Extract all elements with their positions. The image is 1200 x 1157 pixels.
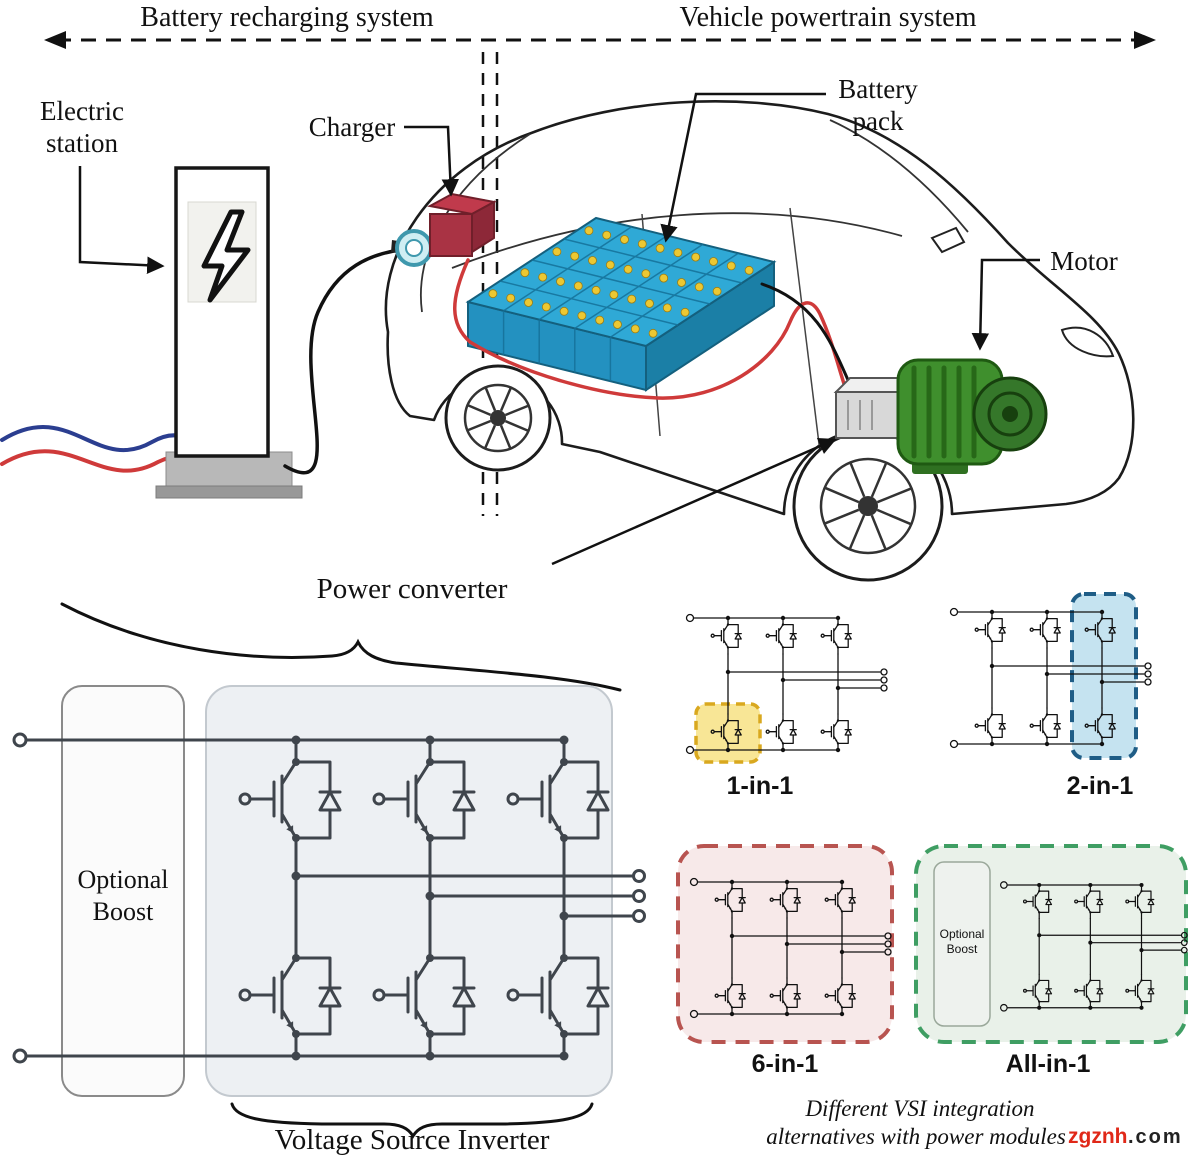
label-6in1: 6-in-1 xyxy=(752,1050,819,1078)
motor-endcap-ring xyxy=(987,391,1033,437)
vsi-label: Voltage Source Inverter xyxy=(275,1124,550,1156)
axis-left-arrowhead-icon xyxy=(44,31,66,49)
watermark-tld: .com xyxy=(1128,1126,1183,1148)
system-axis: Battery recharging system Vehicle powert… xyxy=(44,2,1156,516)
station-base-plate xyxy=(155,485,303,499)
mini-boost-label-line1: Optional xyxy=(940,927,985,941)
battery-pack-arrow xyxy=(660,92,826,243)
phase-terminal-b xyxy=(632,889,646,903)
charger-label: Charger xyxy=(309,112,395,142)
station-base xyxy=(165,451,293,489)
vsi-panel xyxy=(205,685,613,1097)
battery-cell-grid xyxy=(499,226,743,382)
vsi-brace xyxy=(230,1102,594,1139)
power-converter-arrow xyxy=(551,437,837,566)
caption-line1: Different VSI integration xyxy=(804,1096,1034,1121)
converter-circuit xyxy=(12,732,646,1064)
rear-wheel-hub xyxy=(490,410,506,426)
dc-cable-red xyxy=(453,258,848,400)
wheel-spokes xyxy=(466,386,913,551)
charger-box-front xyxy=(429,213,473,257)
car xyxy=(384,100,1135,582)
battery-pack-label-line1: Battery xyxy=(838,74,918,104)
motor-arrow xyxy=(971,258,1040,351)
battery-pack xyxy=(465,216,777,392)
charger-arrow xyxy=(404,125,460,197)
motor-shaft xyxy=(1002,406,1018,422)
rear-wheel-rim xyxy=(463,383,533,453)
mini-boost-label-line2: Boost xyxy=(947,942,978,956)
converter-box-ribs xyxy=(847,400,873,430)
junction-dots xyxy=(291,735,569,1061)
front-wheel-hub xyxy=(858,496,878,516)
battery-pack-label-line2: pack xyxy=(853,106,904,136)
car-beltline xyxy=(451,212,903,269)
electric-station-arrow xyxy=(78,166,165,275)
front-wheel-rim xyxy=(819,457,917,555)
electric-station-label-line2: station xyxy=(46,128,118,158)
watermark-brand: zgznh xyxy=(1068,1125,1127,1148)
mini-boost-box xyxy=(933,861,991,1027)
battery-recharging-system-label: Battery recharging system xyxy=(140,2,434,33)
label-2in1: 2-in-1 xyxy=(1067,772,1134,800)
electric-station xyxy=(0,166,410,499)
optional-boost-box xyxy=(61,685,185,1097)
caption-line2: alternatives with power modules xyxy=(766,1124,1066,1149)
charge-port-inner xyxy=(405,239,423,257)
phase-terminal-c xyxy=(632,909,646,923)
dc-input-terminal-top xyxy=(12,732,28,748)
car-headlight xyxy=(1060,326,1115,358)
motor-label: Motor xyxy=(1050,246,1118,276)
charging-cable xyxy=(283,248,402,475)
car-mirror xyxy=(930,226,966,254)
optional-boost-label-line2: Boost xyxy=(93,897,154,926)
phase-terminal-a xyxy=(632,869,646,883)
battery-terminals xyxy=(488,226,754,338)
power-converter-brace xyxy=(60,602,622,692)
charger-box-side xyxy=(471,200,495,254)
power-converter-label: Power converter xyxy=(317,573,508,605)
optional-boost-label-line1: Optional xyxy=(78,865,169,894)
leader-lines xyxy=(78,92,1040,566)
motor-fins xyxy=(911,365,977,459)
converter-box-front xyxy=(835,391,901,439)
electric-station-label-line1: Electric xyxy=(40,96,124,126)
motor xyxy=(896,358,1048,474)
label-allin1: All-in-1 xyxy=(1006,1050,1091,1078)
charging-interface xyxy=(395,192,497,267)
dc-cable-black xyxy=(760,282,850,382)
highlight-2in1 xyxy=(1070,592,1138,760)
label-1in1: 1-in-1 xyxy=(727,772,794,800)
car-door-seam-2 xyxy=(789,207,821,453)
lightning-bolt-icon xyxy=(201,209,251,303)
axis-right-arrowhead-icon xyxy=(1134,31,1156,49)
dc-input-terminal-bottom xyxy=(12,1048,28,1064)
car-a-pillar-line xyxy=(829,119,969,233)
vehicle-powertrain-system-label: Vehicle powertrain system xyxy=(679,2,976,33)
